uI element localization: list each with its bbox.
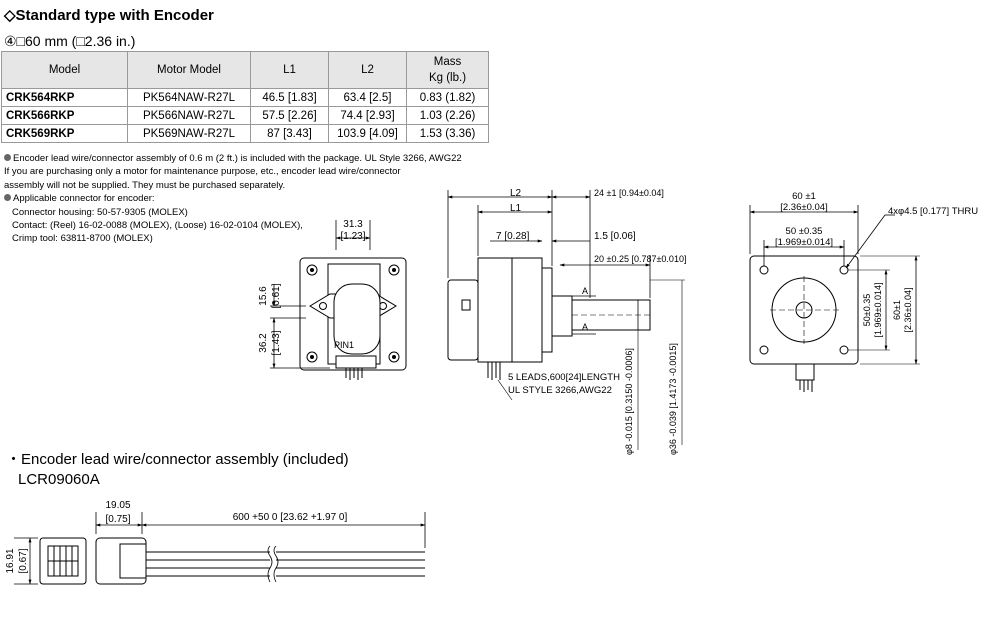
- dim-text: 50±0.35: [862, 294, 872, 326]
- dim-text: 4xφ4.5 [0.177] THRU: [888, 206, 978, 217]
- note-line: assembly will not be supplied. They must…: [4, 179, 286, 191]
- section-mark: A: [582, 322, 588, 332]
- notes: Encoder lead wire/connector assembly of …: [4, 152, 462, 246]
- col-motor-model: Motor Model: [127, 51, 251, 89]
- front-view: [749, 205, 920, 392]
- dim-text: 31.3: [343, 219, 363, 230]
- cable-drawing: [14, 512, 426, 585]
- dim-text: 36.2: [258, 333, 269, 353]
- note-line: Connector housing: 50-57-9305 (MOLEX): [12, 206, 188, 218]
- dim-text: [0.67]: [18, 548, 29, 573]
- dim-text: 60±1: [892, 300, 902, 320]
- dim-text: 1.5 [0.06]: [594, 231, 636, 242]
- dim-text: [1.43]: [271, 330, 282, 355]
- dim-text: 60 ±1: [792, 191, 816, 202]
- bullet-icon: [4, 194, 11, 202]
- dim-text: φ8 -0.015 [0.3150 -0.0006]: [624, 348, 634, 455]
- note-line: Applicable connector for encoder:: [4, 192, 424, 205]
- section-mark: A: [582, 286, 588, 296]
- dim-text: 20 ±0.25 [0.787±0.010]: [594, 254, 686, 264]
- size-subtitle: ④□60 mm (□2.36 in.): [4, 33, 136, 49]
- back-view: [270, 220, 407, 380]
- dim-text: φ36 -0.039 [1.4173 -0.0015]: [668, 343, 678, 455]
- side-view: [447, 190, 685, 450]
- dim-text: [0.75]: [105, 514, 130, 525]
- col-l2: L2: [328, 51, 407, 89]
- pin-label: PIN1: [334, 340, 354, 350]
- note-line: Contact: (Reel) 16-02-0088 (MOLEX), (Loo…: [12, 220, 303, 232]
- col-model: Model: [1, 51, 128, 89]
- dim-text: L2: [510, 188, 522, 199]
- dim-text: 24 ±1 [0.94±0.04]: [594, 188, 664, 198]
- dim-text: [1.969±0.014]: [775, 237, 833, 248]
- dim-text: [1.23]: [340, 231, 365, 242]
- col-l1: L1: [250, 51, 329, 89]
- dim-text: [1.969±0.014]: [873, 283, 883, 338]
- page-title: ◇Standard type with Encoder: [4, 7, 214, 24]
- dim-text: 15.6: [258, 286, 269, 306]
- dim-text: 7 [0.28]: [496, 231, 530, 242]
- dim-text: 600 +50 0 [23.62 +1.97 0]: [233, 512, 348, 523]
- leads-note: 5 LEADS,600[24]LENGTH: [508, 372, 620, 383]
- dim-text: 16.91: [5, 548, 16, 573]
- note-line: Crimp tool: 63811-8700 (MOLEX): [12, 233, 153, 245]
- dim-text: [0.61]: [271, 283, 282, 308]
- leads-note: UL STYLE 3266,AWG22: [508, 385, 612, 396]
- dim-text: [2.36±0.04]: [903, 288, 913, 333]
- dim-text: 19.05: [105, 500, 130, 511]
- section-cable-title: ・Encoder lead wire/connector assembly (i…: [6, 451, 349, 488]
- dim-text: 50 ±0.35: [786, 226, 823, 237]
- dim-text: [2.36±0.04]: [780, 202, 827, 213]
- note-line: Encoder lead wire/connector assembly of …: [4, 152, 462, 165]
- table-row: CRK569RKP PK569NAW-R27L 87 [3.43] 103.9 …: [1, 124, 489, 143]
- bullet-icon: [4, 154, 11, 161]
- note-line: If you are purchasing only a motor for m…: [4, 166, 401, 178]
- dim-text: L1: [510, 203, 522, 214]
